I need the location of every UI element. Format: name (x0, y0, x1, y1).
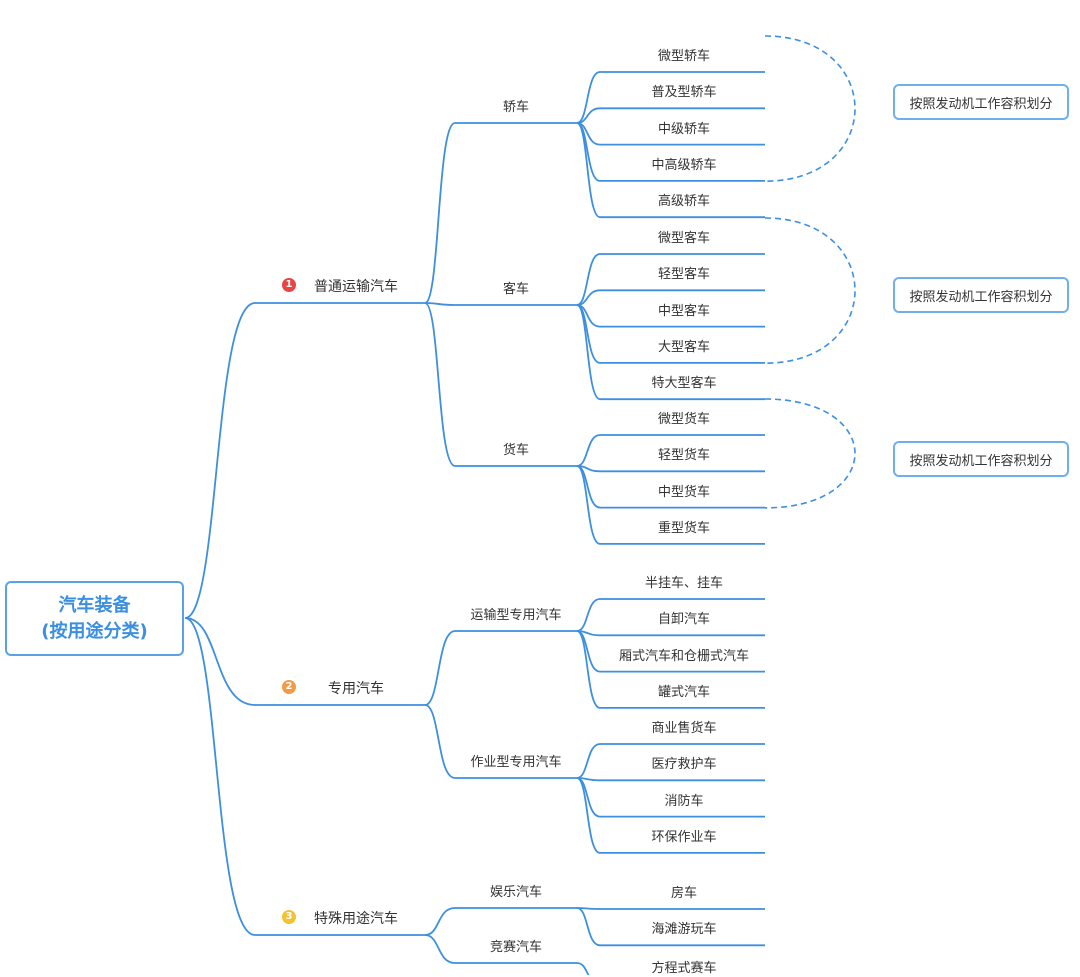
leaf-label[interactable]: 环保作业车 (651, 829, 717, 845)
root-subtitle: (按用途分类) (41, 620, 148, 642)
classification-note[interactable]: 按照发动机工作容积划分 (893, 277, 1069, 313)
leaf-label[interactable]: 房车 (670, 886, 698, 901)
sub-line (424, 302, 577, 306)
leaf-label[interactable]: 方程式赛车 (651, 961, 717, 976)
leaf-line (576, 777, 765, 854)
leaf-line (576, 253, 765, 306)
leaf-label[interactable]: 中型客车 (657, 303, 711, 319)
classification-note[interactable]: 按照发动机工作容积划分 (893, 84, 1069, 120)
leaf-line (576, 289, 765, 306)
leaf-line (576, 71, 765, 124)
priority-badge-icon: 2 (282, 680, 296, 694)
leaf-label[interactable]: 微型货车 (657, 412, 711, 427)
leaf-line (576, 465, 765, 545)
branch-3-label[interactable]: 特殊用途汽车 (314, 911, 398, 927)
root-title: 汽车装备 (58, 594, 131, 616)
branch-line-1 (184, 302, 425, 619)
leaf-line (576, 630, 765, 709)
sub-line (424, 122, 577, 304)
subbranch-label[interactable]: 作业型专用汽车 (470, 755, 562, 770)
subbranch-label[interactable]: 轿车 (502, 100, 530, 115)
leaf-label[interactable]: 自卸汽车 (657, 612, 711, 628)
leaf-label[interactable]: 微型轿车 (657, 49, 711, 64)
bracket-line (764, 217, 856, 364)
subbranch-label[interactable]: 竞赛汽车 (489, 940, 543, 955)
leaf-label[interactable]: 中高级轿车 (651, 157, 717, 173)
branch-line-3 (184, 617, 425, 936)
leaf-label[interactable]: 半挂车、挂车 (644, 576, 724, 591)
leaf-label[interactable]: 高级轿车 (657, 194, 711, 210)
classification-note[interactable]: 按照发动机工作容积划分 (893, 441, 1069, 477)
leaf-line (576, 434, 765, 467)
branch-1-label[interactable]: 普通运输汽车 (314, 279, 398, 295)
leaf-line (576, 907, 765, 910)
leaf-label[interactable]: 微型客车 (657, 231, 711, 246)
subbranch-label[interactable]: 货车 (502, 443, 530, 458)
leaf-line (576, 777, 765, 782)
leaf-line (576, 598, 765, 632)
bracket-line (764, 35, 856, 182)
leaf-line (576, 630, 765, 637)
branch-2-label[interactable]: 专用汽车 (328, 681, 384, 697)
leaf-line (576, 122, 765, 219)
leaf-label[interactable]: 轻型货车 (657, 448, 711, 464)
leaf-label[interactable]: 特大型客车 (651, 376, 717, 392)
leaf-line (576, 962, 590, 975)
leaf-label[interactable]: 罐式汽车 (657, 684, 711, 700)
leaf-line (576, 304, 765, 401)
leaf-line (576, 743, 765, 779)
leaf-line (576, 107, 765, 124)
branch-line-2 (184, 617, 425, 706)
priority-badge-icon: 3 (282, 910, 296, 924)
sub-line (424, 934, 577, 964)
leaf-label[interactable]: 普及型轿车 (651, 85, 717, 101)
leaf-line (576, 907, 765, 947)
sub-line (424, 630, 577, 706)
leaf-label[interactable]: 海滩游玩车 (651, 922, 717, 938)
leaf-label[interactable]: 商业售货车 (651, 721, 717, 736)
leaf-label[interactable]: 厢式汽车和仓栅式汽车 (618, 648, 750, 664)
leaf-label[interactable]: 消防车 (664, 793, 704, 809)
leaf-label[interactable]: 轻型客车 (657, 267, 711, 283)
leaf-label[interactable]: 医疗救护车 (651, 757, 717, 773)
bracket-line (764, 398, 856, 509)
leaf-label[interactable]: 重型货车 (657, 520, 711, 536)
sub-line (424, 907, 577, 936)
sub-line (424, 704, 577, 779)
subbranch-label[interactable]: 运输型专用汽车 (470, 608, 562, 623)
priority-badge-icon: 1 (282, 278, 296, 292)
leaf-label[interactable]: 大型客车 (657, 339, 711, 355)
leaf-line (576, 465, 765, 473)
leaf-label[interactable]: 中型货车 (657, 484, 711, 500)
root-node[interactable]: 汽车装备 (按用途分类) (5, 581, 184, 656)
subbranch-label[interactable]: 娱乐汽车 (489, 885, 543, 900)
subbranch-label[interactable]: 客车 (502, 282, 530, 297)
sub-line (424, 302, 577, 467)
leaf-label[interactable]: 中级轿车 (657, 121, 711, 137)
